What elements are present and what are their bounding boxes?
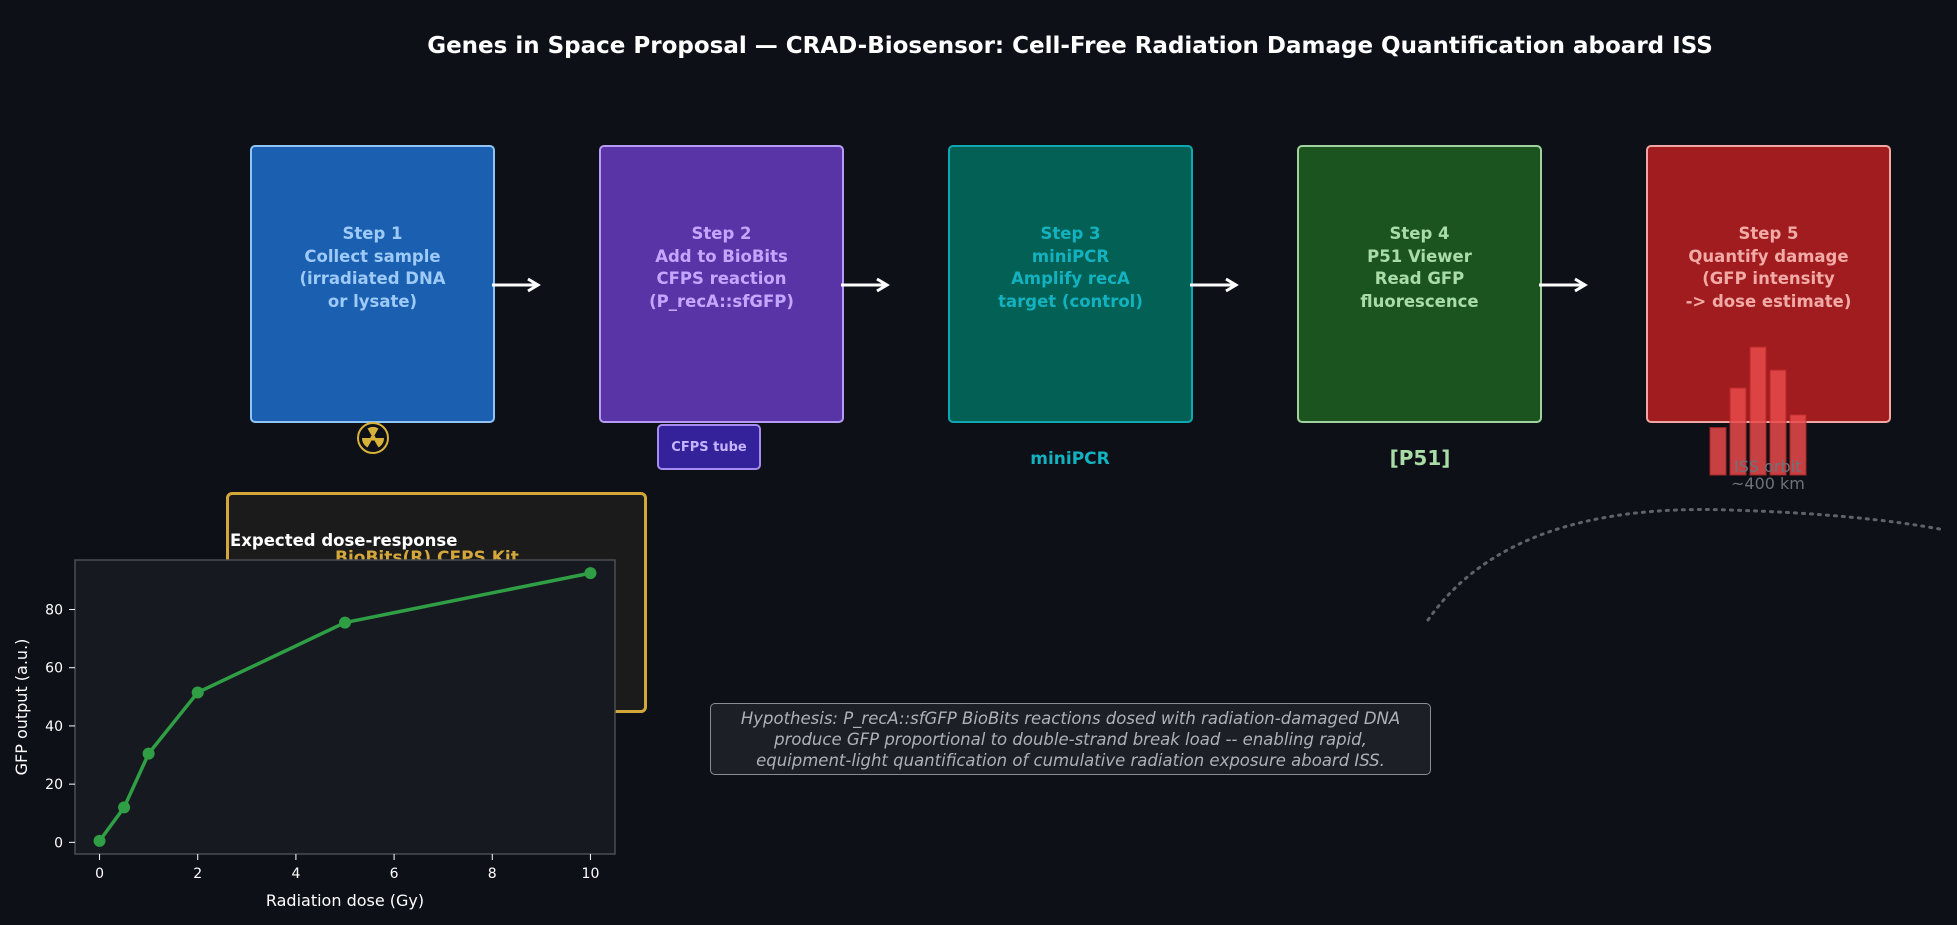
step-1-line-2: Collect sample [304,246,441,266]
page-title: Genes in Space Proposal — CRAD-Biosensor… [427,33,1713,59]
bar [1749,346,1767,476]
data-point [584,567,597,580]
step-4-line-3: Read GFP [1374,269,1465,288]
step-1-line-1: Step 1 [342,224,403,243]
step-3-line-3: Amplify recA [1011,269,1130,288]
step-box-1: Step 1 Collect sample (irradiated DNA or… [250,145,495,423]
step-3-line-4: target (control) [998,291,1143,311]
dose-response-chart: 0 2 4 6 8 10 0 20 40 60 80 Radiation dose (Gy) GFP… [12,559,616,910]
step-box-4: Step 4 P51 Viewer Read GFP fluorescence [1297,145,1542,423]
x-tick-label: 10 [582,866,600,882]
x-axis-label: Radiation dose (Gy) [266,891,424,910]
cfps-tube-label: CFPS tube [657,424,761,470]
step-1-line-3: (irradiated DNA [299,269,446,288]
data-point [339,616,351,629]
step-3-line-1: Step 3 [1040,224,1101,243]
step-2-line-4: (P_recA::sfGFP) [649,291,794,311]
arrow-right-icon [841,277,890,293]
step-2-line-1: Step 2 [691,224,752,243]
step-4-line-4: fluorescence [1360,291,1479,311]
step-2-text: Step 2 Add to BioBits CFPS reaction (P_r… [649,223,794,313]
radiation-icon [357,422,389,454]
step-3-text: Step 3 miniPCR Amplify recA target (cont… [998,223,1143,313]
minipcr-label: miniPCR [1030,449,1110,469]
bar [1789,414,1807,476]
bar [1709,427,1727,476]
step-4-text: Step 4 P51 Viewer Read GFP fluorescence [1360,223,1478,313]
data-point [118,801,131,814]
hypothesis-line-3: equipment-light quantification of cumula… [756,751,1385,770]
hypothesis-line-1: Hypothesis: P_recA::sfGFP BioBits reacti… [740,709,1401,728]
arrow-right-icon [1190,277,1239,293]
step-1-text: Step 1 Collect sample (irradiated DNA or… [299,223,445,313]
x-tick-label: 6 [390,866,399,882]
series-line [98,571,591,842]
iss-orbit-arc [1426,508,1947,622]
iss-orbit-label: ISS orbit [1734,457,1802,476]
data-point [191,686,204,699]
data-point [93,834,106,847]
step-4-line-2: P51 Viewer [1367,246,1472,266]
step-2-line-2: Add to BioBits [655,246,788,266]
bar [1769,369,1787,476]
y-tick-label: 40 [45,719,63,735]
step-box-2: Step 2 Add to BioBits CFPS reaction (P_r… [599,145,844,423]
x-tick-label: 0 [95,866,104,882]
step-box-5: Step 5 Quantify damage (GFP intensity ->… [1646,145,1891,423]
step-1-line-4: or lysate) [327,291,418,311]
chart-plot-area [74,559,616,855]
bar-chart-icon [1709,346,1807,476]
step-5-line-4: -> dose estimate) [1685,291,1852,311]
step-5-line-1: Step 5 [1738,224,1799,243]
step-5-line-2: Quantify damage [1688,246,1849,266]
y-tick-label: 0 [54,835,63,851]
y-tick-label: 80 [45,602,63,618]
step-box-3: Step 3 miniPCR Amplify recA target (cont… [948,145,1193,423]
dose-response-title: Expected dose-response [230,531,458,550]
x-tick-label: 4 [291,866,300,882]
arrow-right-icon [1539,277,1588,293]
p51-label: [P51] [1389,446,1451,470]
hypothesis-box: Hypothesis: P_recA::sfGFP BioBits reacti… [710,703,1431,775]
y-tick-label: 20 [45,777,63,793]
hypothesis-line-2: produce GFP proportional to double-stran… [774,730,1367,749]
step-5-text: Step 5 Quantify damage (GFP intensity ->… [1686,223,1852,313]
step-3-line-2: miniPCR [1031,246,1110,266]
step-4-line-1: Step 4 [1389,224,1450,243]
step-5-line-3: (GFP intensity [1702,269,1835,288]
step-2-line-3: CFPS reaction [656,269,787,288]
x-tick-label: 8 [488,866,497,882]
y-axis-label: GFP output (a.u.) [12,639,31,776]
iss-altitude-label: ~400 km [1731,474,1805,493]
bar [1729,387,1747,476]
data-point [142,747,155,760]
y-tick-label: 60 [45,661,63,677]
arrow-right-icon [492,277,541,293]
x-tick-label: 2 [193,866,202,882]
